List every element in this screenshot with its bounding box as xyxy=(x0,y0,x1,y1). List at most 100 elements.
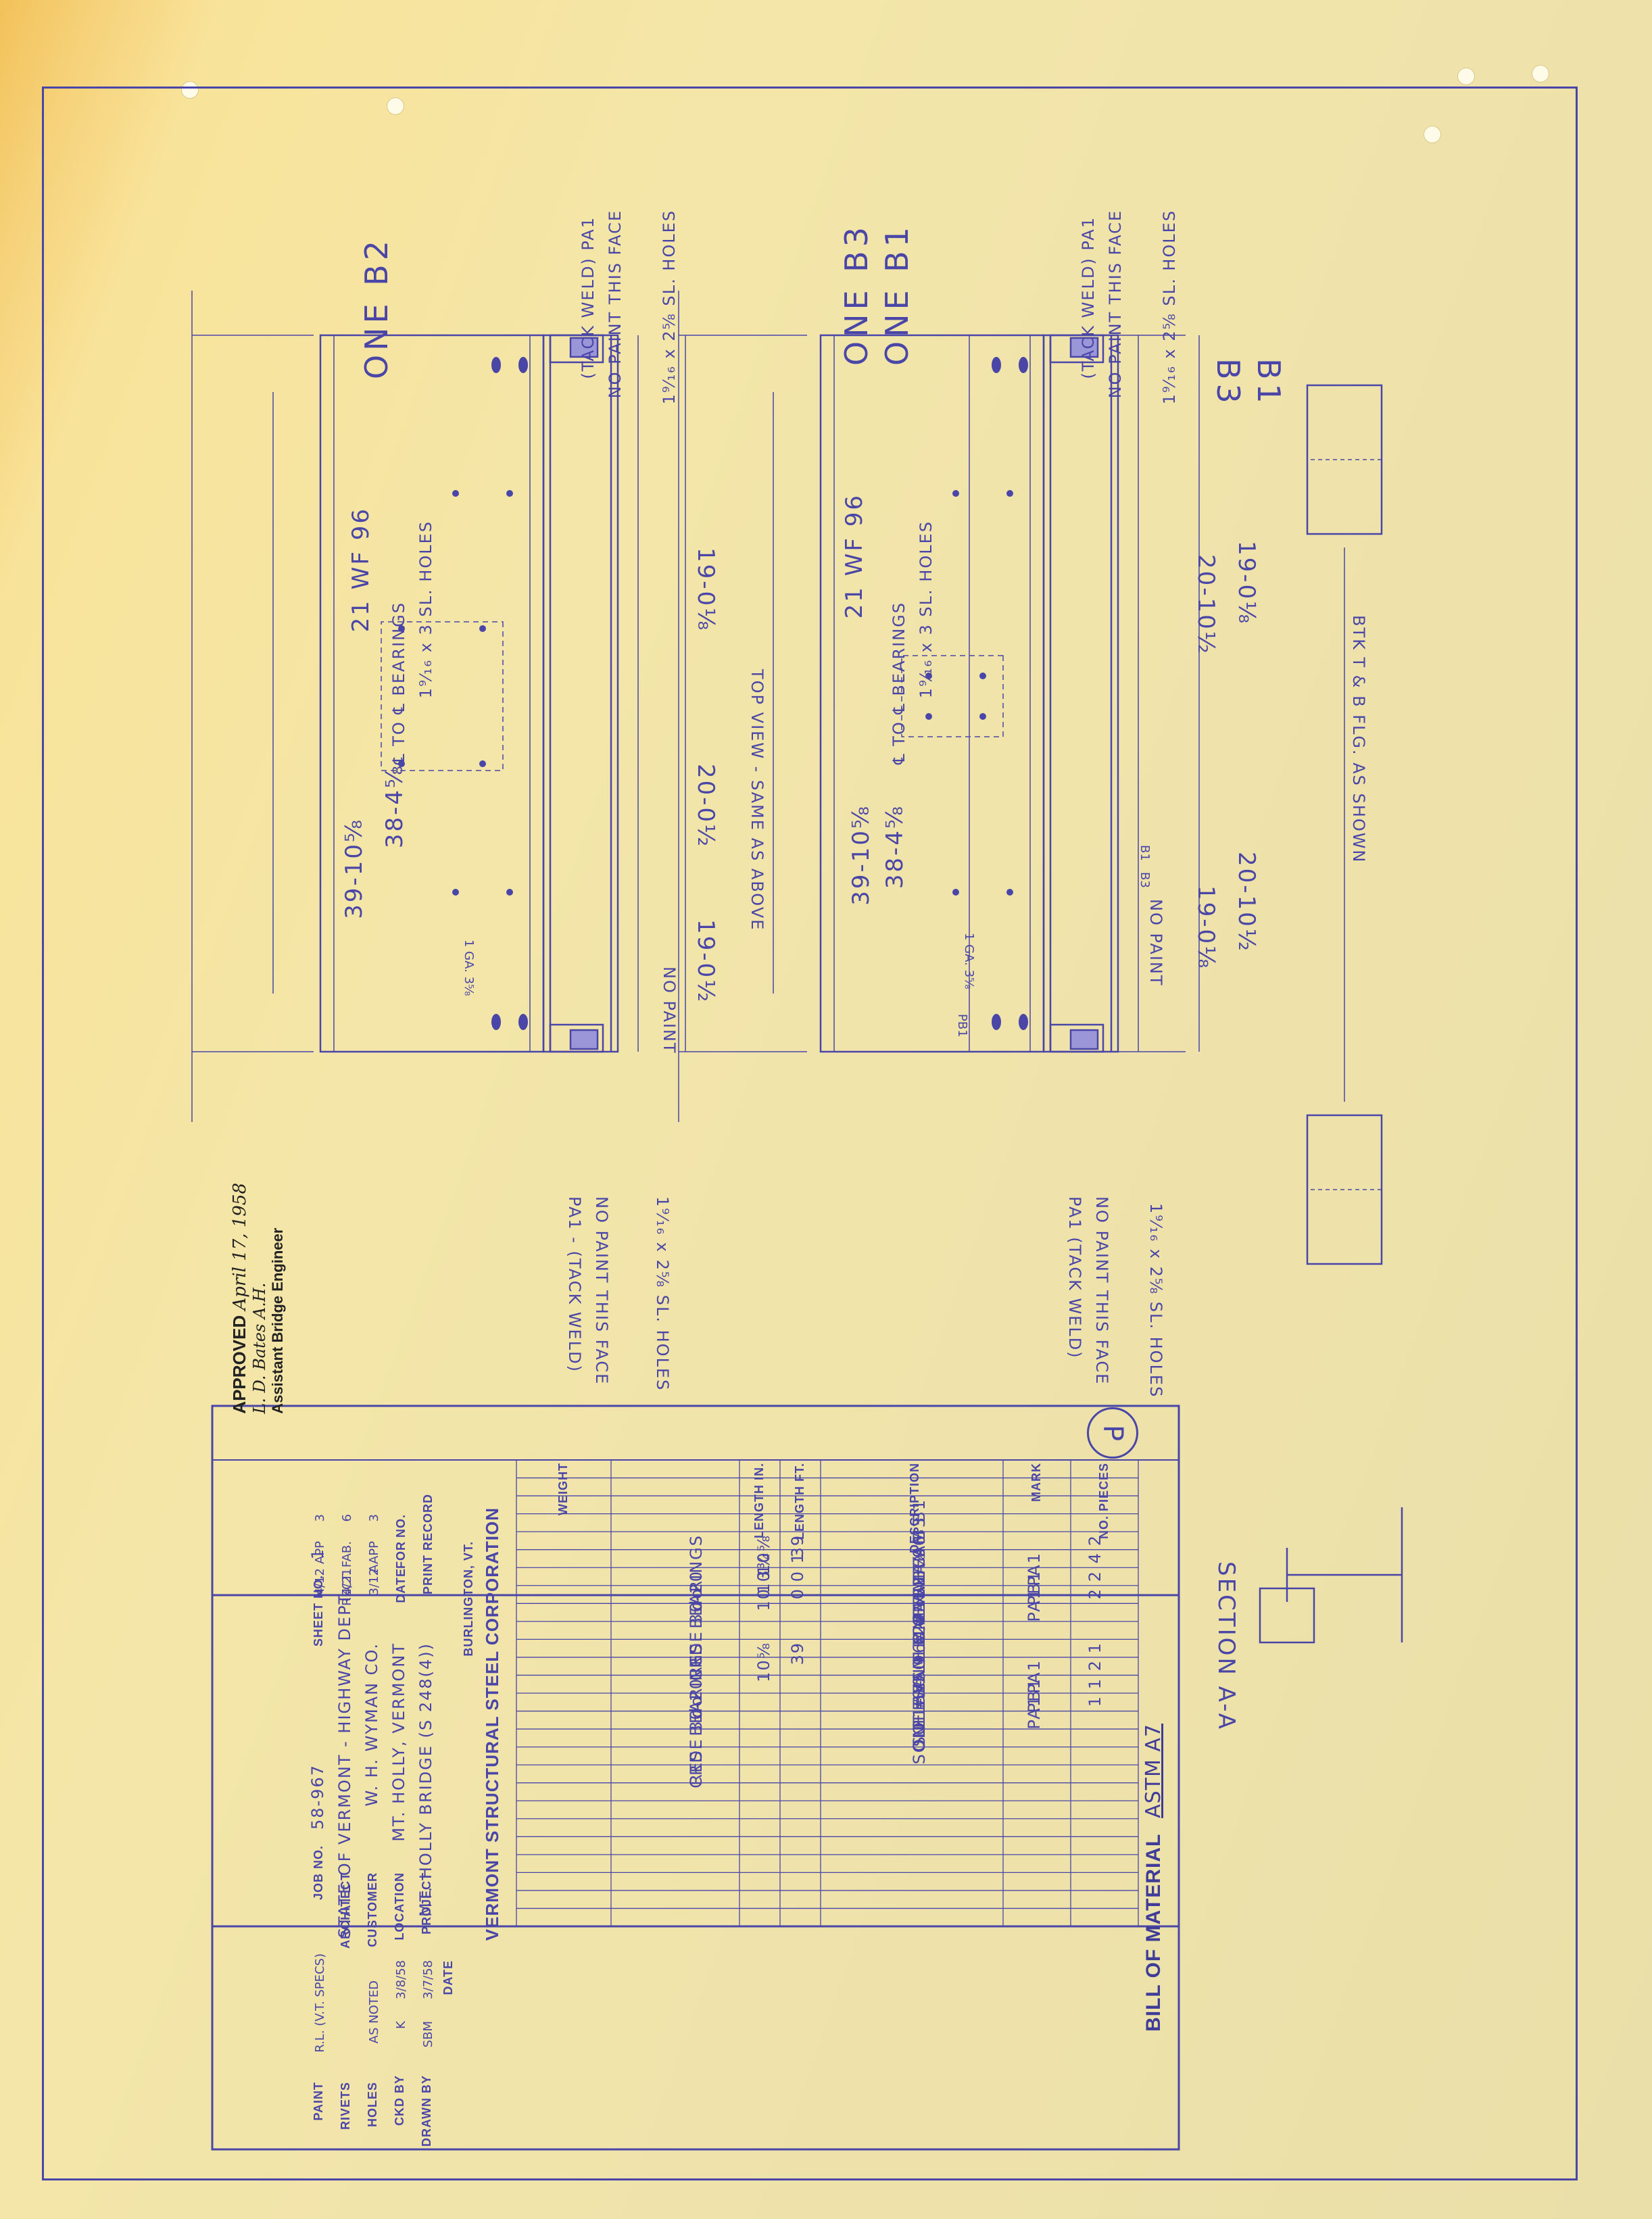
bom-cell-ft: 0 xyxy=(788,1569,807,1582)
print-record-header: DATE xyxy=(394,1568,408,1603)
print-record-header: NO. xyxy=(394,1514,408,1538)
lower-no-paint-top: NO PAINT THIS FACE xyxy=(606,210,625,399)
lower-overall-dim: 39-10⅝ xyxy=(341,818,368,919)
beam-label-one-b2: ONE B2 xyxy=(358,237,395,380)
beam-size-lower: 21 WF 96 xyxy=(347,507,374,633)
print-record-header: FOR xyxy=(394,1541,408,1569)
bom-cell-pieces: 1 xyxy=(1086,1641,1104,1654)
upper-holes-bottom: 1⁹⁄₁₆ x 2⅝ SL. HOLES xyxy=(1146,1203,1165,1398)
beam-b1-splice-outline xyxy=(901,655,1004,737)
rivets-label: RIVETS xyxy=(339,2082,352,2130)
bom-cell-ft: 1 xyxy=(788,1552,807,1564)
upper-dim-19-08: 19-0⅛ xyxy=(1233,541,1260,626)
upper-pb1: PB1 xyxy=(955,1014,969,1038)
print-record-cell: APP xyxy=(313,1541,327,1565)
bom-spec: ASTM A7 xyxy=(1142,1724,1165,1818)
lower-dim-19-01: 19-0½ xyxy=(692,919,719,1004)
drawn-by-label: DRAWN BY xyxy=(420,2075,433,2147)
bom-cell-pieces: 1 xyxy=(1086,1677,1104,1690)
print-record-label: PRINT RECORD xyxy=(421,1494,435,1595)
upper-b1: B1 xyxy=(1138,845,1152,861)
pa1-plate xyxy=(1069,337,1099,358)
drawn-by: SBM xyxy=(421,2021,435,2048)
upper-pa1-bottom: PA1 (TACK WELD) xyxy=(1065,1196,1084,1359)
company-name: VERMONT STRUCTURAL STEEL CORPORATION xyxy=(482,1507,502,1941)
bom-cell-note: RESE 30-20 xyxy=(687,1677,706,1786)
pa1-plate xyxy=(1069,1029,1099,1050)
bom-cell-pieces: 2 xyxy=(1086,1569,1104,1582)
bom-cell-pieces: 2 xyxy=(1086,1588,1104,1600)
print-record-cell: 3/12 xyxy=(367,1568,381,1596)
ckd-by: K xyxy=(394,2021,408,2029)
upper-bearing-dim: 38-4⅝ xyxy=(881,804,908,889)
beam-b2-splice-outline xyxy=(381,621,504,771)
drawing-border xyxy=(42,87,1578,2180)
lower-top-view: TOP VIEW - SAME AS ABOVE xyxy=(748,669,767,931)
holes-label: HOLES xyxy=(366,2082,379,2128)
paint-value: R.L. (V.T. SPECS) xyxy=(313,1953,327,2053)
section-aa-plate xyxy=(1259,1587,1315,1644)
upper-holes-top: 1⁹⁄₁₆ x 2⅝ SL. HOLES xyxy=(1160,210,1179,405)
bom-title: BILL OF MATERIAL ASTM A7 xyxy=(1142,1724,1165,2032)
punch-hole xyxy=(1424,126,1441,143)
pa1-plate xyxy=(569,1029,599,1050)
beam-b1-web xyxy=(1042,334,1119,1053)
approved-signature: L. D. Bates A.H. xyxy=(250,1282,269,1414)
customer-label: CUSTOMER xyxy=(366,1872,379,1947)
print-record-cell: 3 xyxy=(313,1514,327,1522)
punch-hole xyxy=(387,97,404,115)
lower-dim-19-08: 19-0⅛ xyxy=(692,547,719,633)
btk-note: BTK T & B FLG. AS SHOWN xyxy=(1349,615,1368,864)
upper-b3: B3 xyxy=(1138,872,1152,888)
customer-name: W. H. WYMAN CO. xyxy=(362,1642,381,1807)
print-record-cell: 4/21 xyxy=(340,1568,354,1596)
upper-gau: 1 GA. 3⅝ xyxy=(962,933,976,990)
bom-header: MARK xyxy=(1029,1463,1043,1502)
beam-b2-sole-plate xyxy=(549,1023,604,1053)
bom-cell-pieces: 2 xyxy=(1086,1534,1104,1546)
holes-value: AS NOTED xyxy=(367,1980,381,2044)
drawing-mark-circle: P xyxy=(1087,1407,1138,1459)
upper-holes-center: 1⁹⁄₁₆ x 3 SL. HOLES xyxy=(917,520,936,699)
lower-holes-top: 1⁹⁄₁₆ x 2⅝ SL. HOLES xyxy=(660,210,679,405)
bom-cell-ft: 0 xyxy=(788,1588,807,1600)
lower-bearing-note: ℄ TO ℄ BEARINGS xyxy=(389,602,408,764)
bom-cell-pieces: 2 xyxy=(1086,1659,1104,1672)
bom-cell-pieces: 1 xyxy=(1086,1695,1104,1707)
beam-label-one-b1: ONE B1 xyxy=(879,223,915,366)
date-label: DATE xyxy=(441,1960,455,1995)
upper-no-paint: NO PAINT xyxy=(1146,899,1165,987)
upper-tack-weld-top: (TACK WELD) PA1 xyxy=(1079,216,1098,379)
approved-title: Assistant Bridge Engineer xyxy=(269,1227,286,1414)
project-label: PROJECT xyxy=(420,1872,433,1935)
lower-pa1-bottom: PA1 - (TACK WELD) xyxy=(565,1196,584,1373)
lower-no-paint: NO PAINT xyxy=(660,967,679,1054)
beam-label-one-b3: ONE B3 xyxy=(838,223,875,366)
company-city: BURLINGTON, VT. xyxy=(462,1541,475,1657)
bom-header: LENGTH FT. xyxy=(793,1463,806,1540)
job-label: JOB NO. xyxy=(312,1845,325,1901)
architect-label: ARCHITECT xyxy=(339,1872,352,1949)
steel-beam-drawing xyxy=(191,291,1403,2151)
lower-tack-weld-top: (TACK WELD) PA1 xyxy=(579,216,598,379)
ckd-by-label: CKD BY xyxy=(393,2075,406,2126)
section-aa-title: SECTION A-A xyxy=(1213,1561,1240,1731)
beam-b2-elevation xyxy=(319,334,545,1053)
bom-frame xyxy=(211,1405,1180,2151)
upper-no-paint-bottom: NO PAINT THIS FACE xyxy=(1092,1196,1111,1386)
upper-no-paint-top: NO PAINT THIS FACE xyxy=(1106,210,1125,399)
lower-no-paint-bottom: NO PAINT THIS FACE xyxy=(592,1196,611,1386)
beam-size-upper: 21 WF 96 xyxy=(841,493,868,619)
bom-cell-pieces: 4 xyxy=(1086,1552,1104,1564)
location-label: LOCATION xyxy=(393,1872,406,1941)
rotated-drawing-sheet: P ONE B1 ONE B3 B1 B3 ONE B2 21 WF 96 21… xyxy=(43,88,1517,2176)
lower-bearing-dim: 38-4⅝ xyxy=(381,764,408,849)
project-location: MT. HOLLY, VERMONT xyxy=(389,1642,408,1842)
beam-label-b1: B1 xyxy=(1250,358,1287,408)
bom-cell-in: 10 xyxy=(754,1588,773,1611)
bom-cell-ft: 39 xyxy=(788,1641,807,1665)
approved-stamp: APPROVED April 17, 1958 L. D. Bates A.H.… xyxy=(229,1183,287,1414)
punch-hole xyxy=(1457,68,1475,85)
approved-date: April 17, 1958 xyxy=(230,1183,250,1311)
bom-header: WEIGHT xyxy=(556,1463,570,1515)
